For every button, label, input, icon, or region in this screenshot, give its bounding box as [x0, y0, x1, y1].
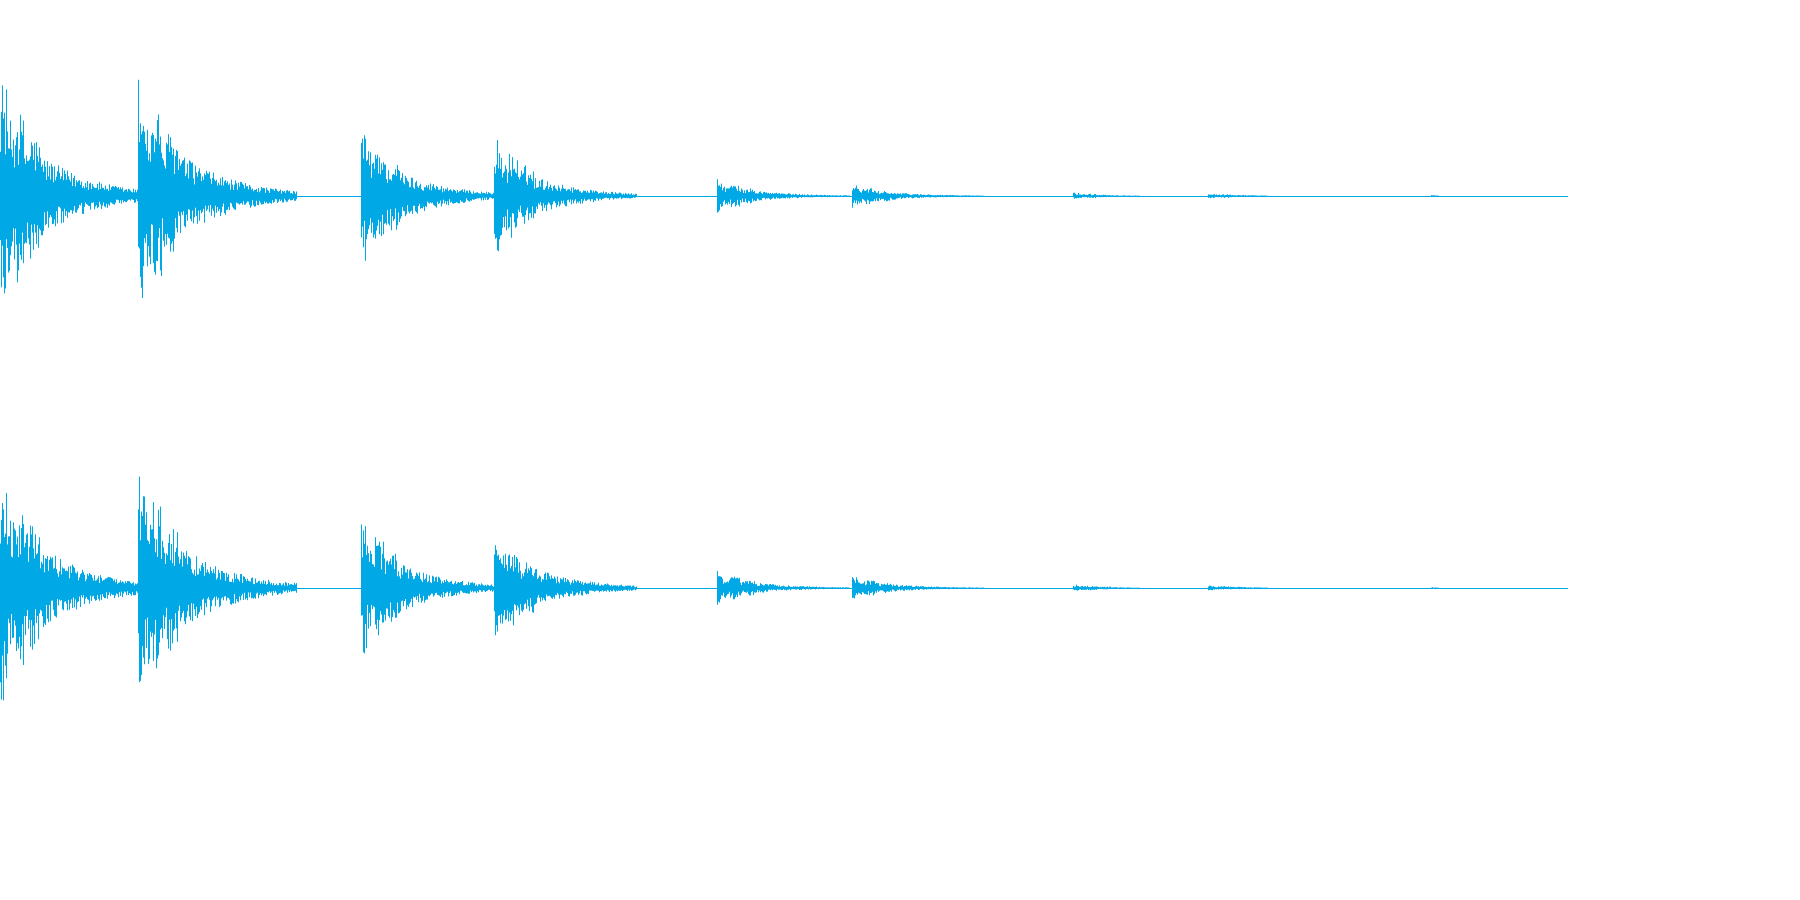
channel-1-waveform [0, 79, 1568, 298]
waveform-trace [0, 79, 1439, 298]
waveform-trace [0, 476, 1439, 701]
channel-2-waveform [0, 476, 1568, 701]
